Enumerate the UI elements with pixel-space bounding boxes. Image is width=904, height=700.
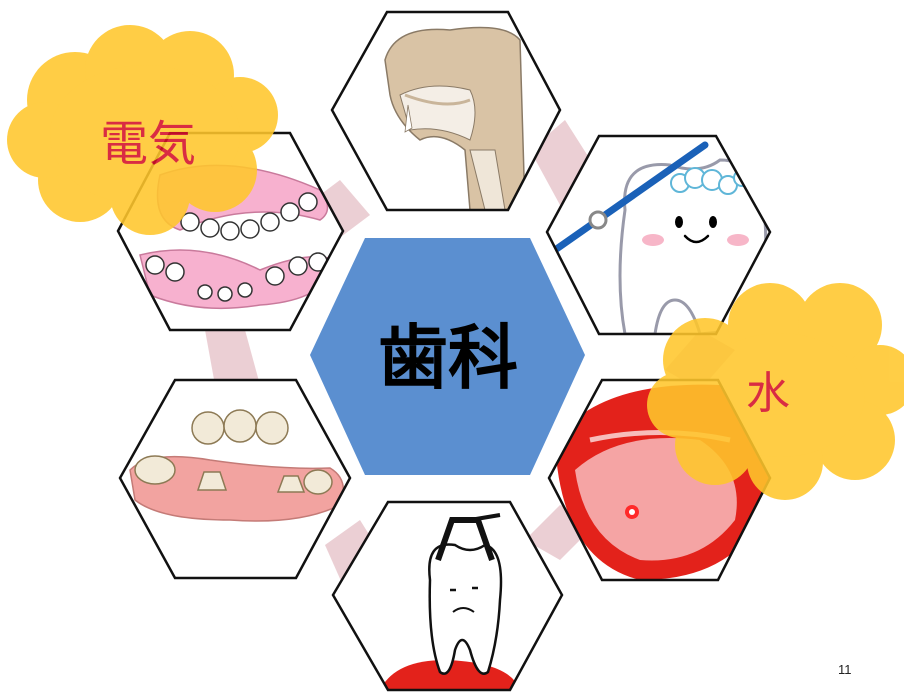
center-label: 歯科 [378,317,518,399]
center-hexagon [310,238,585,475]
cloud-label-water: 水 [746,368,790,419]
tooth-extraction-icon [331,500,564,692]
cloud-label-electricity: 電気 [100,116,196,172]
page-number: 11 [838,662,852,677]
cloud-electricity: 電気 [7,25,278,235]
cloud-water: 水 [647,283,904,500]
dental-crowns-icon [118,378,352,580]
throat-anatomy-icon [330,10,562,212]
toothbrush-tooth-icon [545,134,772,336]
